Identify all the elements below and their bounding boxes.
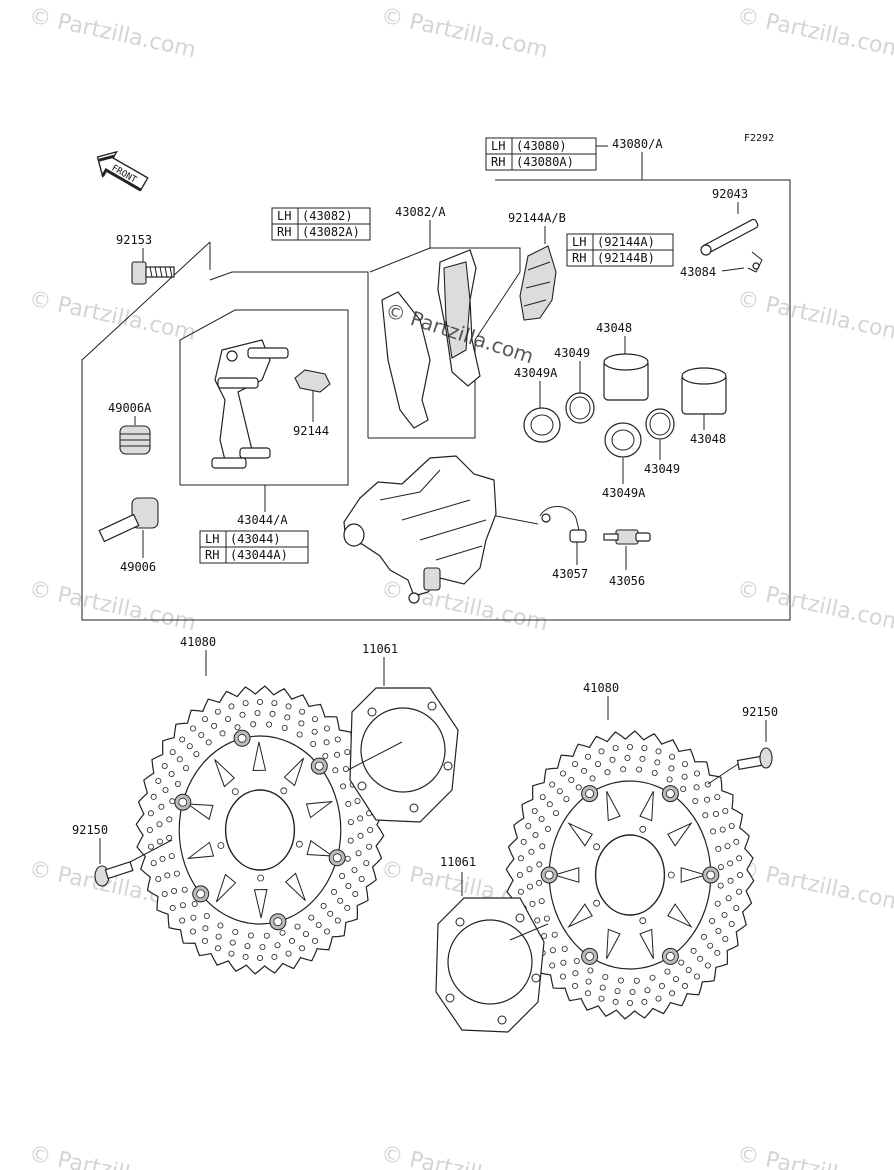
callout-11061-bottom: 11061 xyxy=(440,855,476,869)
brake-disc-41080-left-icon xyxy=(135,685,385,975)
table-92144-part-2: (92144B) xyxy=(597,251,655,265)
seal-43049A-bottom-icon xyxy=(604,422,642,458)
watermark-12: © Partzilla.com xyxy=(27,1141,198,1170)
callout-49006A: 49006A xyxy=(108,401,152,415)
gasket-11061-bottom-icon xyxy=(435,897,545,1033)
caliper-assembly-outline xyxy=(81,179,791,621)
pad-pin-92043-icon xyxy=(700,218,759,256)
watermark-6: © Partzilla.com xyxy=(27,576,198,636)
table-92144-side-1: LH xyxy=(572,235,586,249)
table-43044-side-2: RH xyxy=(205,548,219,562)
dust-boot-49006A-icon xyxy=(119,425,151,455)
callout-43048-top: 43048 xyxy=(596,321,632,335)
table-43080-side-2: RH xyxy=(491,155,505,169)
table-92144-part-1: (92144A) xyxy=(597,235,655,249)
table-92144: LH (92144A) RH (92144B) xyxy=(566,233,674,267)
piston-43048-top-icon xyxy=(603,353,649,401)
table-43044-part-1: (43044) xyxy=(230,532,281,546)
table-43044: LH (43044) RH (43044A) xyxy=(199,530,309,564)
callout-92144AB: 92144A/B xyxy=(508,211,566,225)
pad-box xyxy=(368,247,521,439)
table-43080-part-2: (43080A) xyxy=(516,155,574,169)
bleeder-cap-43057-icon xyxy=(539,506,587,543)
drawing-code: F2292 xyxy=(744,133,774,144)
watermark-11: © Partzilla.com xyxy=(735,856,894,916)
callout-92150-left: 92150 xyxy=(72,823,108,837)
callout-43048-right: 43048 xyxy=(690,432,726,446)
clip-92144-icon xyxy=(294,369,331,393)
front-arrow-icon: FRONT xyxy=(96,150,149,192)
table-43082-side-1: LH xyxy=(277,209,291,223)
callout-43049A-bottom: 43049A xyxy=(602,486,646,500)
watermark-2: © Partzilla.com xyxy=(379,3,550,63)
bleeder-valve-43056-icon xyxy=(603,529,651,545)
table-43080-side-1: LH xyxy=(491,139,505,153)
bolt-92153-icon xyxy=(131,261,175,285)
callout-41080-right: 41080 xyxy=(583,681,619,695)
pad-spring-92144AB-icon xyxy=(519,245,557,321)
watermark-8: © Partzilla.com xyxy=(735,576,894,636)
watermark-5: © Partzilla.com xyxy=(735,286,894,346)
table-43080-part-1: (43080) xyxy=(516,139,567,153)
bracket-box xyxy=(179,309,349,486)
table-92144-side-2: RH xyxy=(572,251,586,265)
callout-43082A: 43082/A xyxy=(395,205,446,219)
callout-49006: 49006 xyxy=(120,560,156,574)
seal-43049-right-icon xyxy=(645,408,675,440)
callout-92153: 92153 xyxy=(116,233,152,247)
disc-bolt-92150-left-icon xyxy=(94,861,134,887)
piston-43048-right-icon xyxy=(681,367,727,415)
clip-43084-icon xyxy=(747,251,763,273)
watermark-4: © Partzilla.com xyxy=(27,286,198,346)
seal-43049A-top-icon xyxy=(523,407,561,443)
callout-92043: 92043 xyxy=(712,187,748,201)
table-43082: LH (43082) RH (43082A) xyxy=(271,207,371,241)
watermark-7: © Partzilla.com xyxy=(379,576,550,636)
watermark-1: © Partzilla.com xyxy=(27,3,198,63)
callout-43049A-top: 43049A xyxy=(514,366,558,380)
disc-bolt-92150-right-icon xyxy=(736,747,773,771)
gasket-11061-top-icon xyxy=(349,687,459,823)
table-43044-side-1: LH xyxy=(205,532,219,546)
watermark-14: © Partzilla.com xyxy=(735,1141,894,1170)
table-43044-part-2: (43044A) xyxy=(230,548,288,562)
callout-92150-right: 92150 xyxy=(742,705,778,719)
callout-43049-right: 43049 xyxy=(644,462,680,476)
callout-43057: 43057 xyxy=(552,567,588,581)
callout-11061-top: 11061 xyxy=(362,642,398,656)
table-43082-part-2: (43082A) xyxy=(302,225,360,239)
callout-43056: 43056 xyxy=(609,574,645,588)
brake-pads-icon xyxy=(381,249,481,429)
caliper-bracket-icon xyxy=(211,339,289,469)
table-43082-side-2: RH xyxy=(277,225,291,239)
brake-disc-41080-right-icon xyxy=(505,730,755,1020)
callout-43049-top: 43049 xyxy=(554,346,590,360)
callout-92144: 92144 xyxy=(293,424,329,438)
slide-pin-49006-icon xyxy=(98,497,159,543)
table-43080: LH (43080) RH (43080A) xyxy=(485,137,597,171)
table-43082-part-1: (43082) xyxy=(302,209,353,223)
callout-43084: 43084 xyxy=(680,265,716,279)
caliper-body-icon xyxy=(343,455,497,604)
watermark-3: © Partzilla.com xyxy=(735,3,894,63)
callout-41080-left: 41080 xyxy=(180,635,216,649)
callout-43080A: 43080/A xyxy=(612,137,663,151)
seal-43049-top-icon xyxy=(565,392,595,424)
watermark-13: © Partzilla.com xyxy=(379,1141,550,1170)
callout-43044A: 43044/A xyxy=(237,513,288,527)
